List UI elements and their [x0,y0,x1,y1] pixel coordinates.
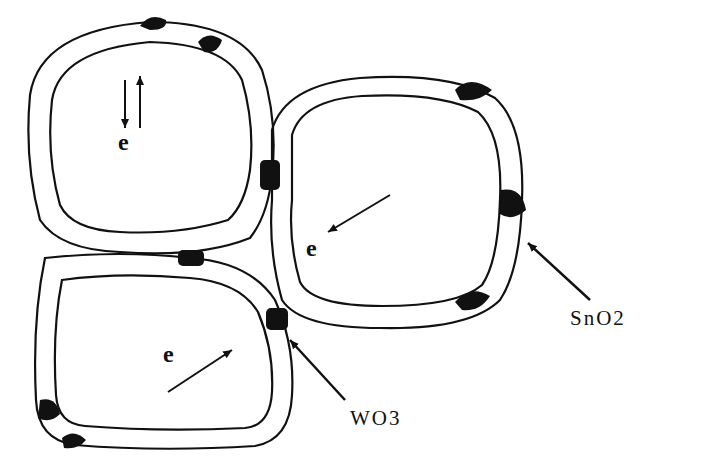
electron-label: e [163,342,174,366]
grain-outline [28,22,273,253]
grain-outline [271,77,522,328]
leader-arrow [290,243,590,400]
electron-label: e [306,236,317,260]
material-label: WO3 [350,408,402,429]
material-label: SnO2 [570,308,626,329]
electron-arrow [125,76,390,392]
grain-core [50,42,251,233]
electron-label: e [118,130,129,154]
grain-outline [35,254,292,449]
grain-core [55,275,272,429]
wo3-particles [38,17,526,448]
grain-core [291,95,500,306]
